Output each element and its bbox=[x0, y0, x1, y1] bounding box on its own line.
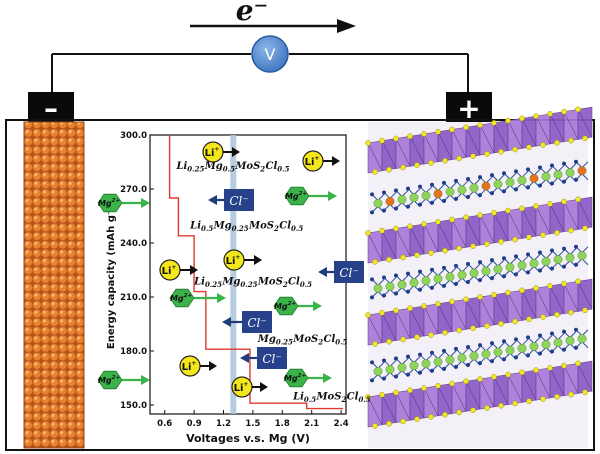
negative-terminal-label: – bbox=[44, 92, 58, 125]
phase-label: Li0.25 Mg0.25 MoS2 Cl0.5 bbox=[193, 276, 312, 289]
reference-line bbox=[230, 135, 237, 414]
magnesium-ion-icon: Mg2+ bbox=[97, 193, 150, 213]
x-tick-label: 1.8 bbox=[275, 419, 290, 429]
y-tick-label: 240.0 bbox=[120, 239, 147, 249]
magnesium-ion-icon: Mg2+ bbox=[284, 186, 337, 206]
x-tick-label: 1.2 bbox=[216, 419, 231, 429]
svg-text:Mg2+: Mg2+ bbox=[284, 373, 307, 383]
chloride-ion-icon: Cl⁻ bbox=[208, 189, 254, 211]
x-tick-label: 2.1 bbox=[304, 419, 319, 429]
positive-terminal: + bbox=[446, 92, 492, 125]
magnesium-ion-icon: Mg2+ bbox=[97, 370, 150, 390]
ion-markers: Li+ Li+ Li+ Li+ Li+ Li+ Mg2+ Mg2+ Mg2+ Mg2+ Mg2+ Mg… bbox=[97, 141, 364, 398]
y-tick-label: 210.0 bbox=[120, 293, 147, 303]
chloride-ion-icon: Cl⁻ bbox=[318, 261, 364, 283]
magnesium-ion-icon: Mg2+ bbox=[273, 296, 322, 316]
phase-label: Li0.25 Mg0.5 MoS2 Cl0.5 bbox=[175, 161, 289, 174]
lithium-ion-icon: Li+ bbox=[179, 355, 217, 377]
y-tick-label: 300.0 bbox=[120, 131, 147, 141]
svg-text:Cl⁻: Cl⁻ bbox=[247, 316, 266, 330]
circuit-wires bbox=[51, 53, 469, 94]
svg-text:Mg2+: Mg2+ bbox=[170, 293, 193, 303]
voltmeter-label: V bbox=[265, 45, 276, 64]
lithium-ion-icon: Li+ bbox=[202, 141, 240, 163]
x-axis-label: Voltages v.s. Mg (V) bbox=[186, 432, 310, 445]
chloride-ion-icon: Cl⁻ bbox=[240, 347, 287, 369]
layered-cathode-structure bbox=[365, 106, 593, 448]
svg-text:Cl⁻: Cl⁻ bbox=[262, 352, 281, 366]
svg-text:Mg2+: Mg2+ bbox=[98, 375, 121, 385]
chart-ticks: 0.6 0.9 1.2 1.5 1.8 2.1 2.4 150.0 180.0 210.0 240.… bbox=[120, 131, 349, 429]
svg-text:Mg2+: Mg2+ bbox=[98, 198, 121, 208]
phase-label: Li0.5 MoS2 Cl0.5 bbox=[292, 392, 371, 405]
svg-text:Mg2+: Mg2+ bbox=[274, 301, 297, 311]
y-tick-label: 150.0 bbox=[120, 401, 147, 411]
magnesium-anode bbox=[23, 121, 85, 449]
x-tick-label: 1.5 bbox=[245, 419, 260, 429]
x-tick-label: 0.6 bbox=[157, 419, 172, 429]
magnesium-ion-icon: Mg2+ bbox=[169, 288, 226, 308]
chloride-ion-icon: Cl⁻ bbox=[222, 311, 272, 333]
y-tick-label: 180.0 bbox=[120, 347, 147, 357]
lithium-ion-icon: Li+ bbox=[302, 150, 340, 172]
x-tick-label: 0.9 bbox=[187, 419, 202, 429]
x-tick-label: 2.4 bbox=[334, 419, 349, 429]
lithium-ion-icon: Li+ bbox=[159, 259, 198, 281]
voltmeter-icon: V bbox=[251, 35, 289, 73]
svg-text:Cl⁻: Cl⁻ bbox=[229, 194, 248, 208]
magnesium-ion-icon: Mg2+ bbox=[283, 368, 332, 388]
electron-label: e⁻ bbox=[236, 0, 269, 27]
phase-label: Mg0.25 MoS2 Cl0.5 bbox=[257, 334, 348, 347]
y-axis-label: Energy capacity (mAh g⁻¹) bbox=[106, 201, 117, 349]
electron-flow-arrow bbox=[190, 19, 356, 33]
y-tick-label: 270.0 bbox=[120, 185, 147, 195]
positive-terminal-label: + bbox=[457, 92, 480, 125]
negative-terminal: – bbox=[28, 92, 74, 125]
lithium-ion-icon: Li+ bbox=[223, 249, 262, 271]
phase-label: Li0.5 Mg0.25 MoS2 Cl0.5 bbox=[189, 221, 303, 234]
svg-text:Mg2+: Mg2+ bbox=[285, 191, 308, 201]
capacity-voltage-chart: 0.6 0.9 1.2 1.5 1.8 2.1 2.4 150.0 180.0 210.0 240.… bbox=[106, 131, 371, 445]
svg-text:Cl⁻: Cl⁻ bbox=[339, 266, 358, 280]
capacity-curve bbox=[168, 135, 344, 410]
lithium-ion-icon: Li+ bbox=[231, 376, 268, 398]
phase-labels: Li0.25 Mg0.5 MoS2 Cl0.5 Li0.5 Mg0.25 MoS… bbox=[175, 161, 370, 404]
capacity-series-line bbox=[168, 135, 344, 410]
cell-frame bbox=[5, 119, 595, 451]
reference-band bbox=[230, 135, 237, 414]
